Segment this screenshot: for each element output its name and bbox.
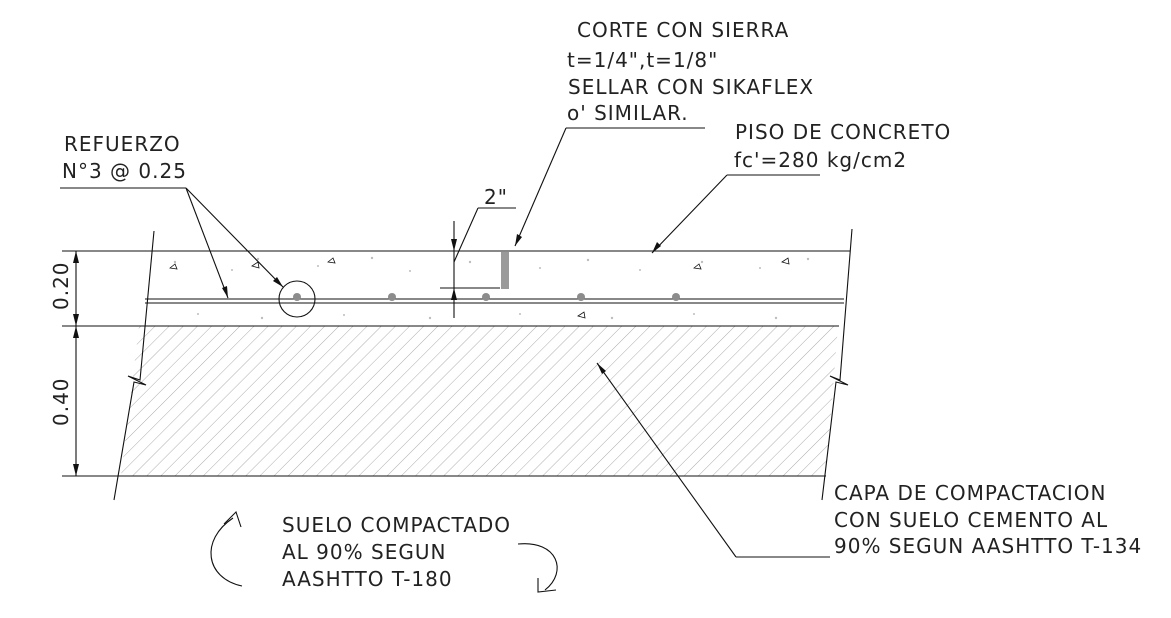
- rebar-bar: [672, 293, 680, 301]
- compaction-base-layer: [121, 326, 838, 476]
- reinforcement-line-2: N°3 @ 0.25: [62, 159, 187, 183]
- cut-depth-dimension: 2": [440, 185, 516, 318]
- base-thickness-label: 0.40: [49, 377, 73, 426]
- concrete-floor-leader: [651, 174, 728, 254]
- compaction-layer-line-1: CAPA DE COMPACTACION: [834, 481, 1106, 505]
- compacted-soil-line-3: AASHTTO T-180: [282, 567, 453, 591]
- concrete-aggregate-texture: [169, 256, 810, 320]
- reinforcement-line-1: REFUERZO: [64, 132, 181, 156]
- concrete-floor-note: PISO DE CONCRETO fc'=280 kg/cm2: [734, 120, 951, 172]
- left-curved-arrow: [210, 517, 243, 587]
- rebar-bar: [577, 293, 585, 301]
- right-curved-arrow: [517, 543, 558, 591]
- saw-cut-note: CORTE CON SIERRA t=1/4",t=1/8" SELLAR CO…: [567, 18, 814, 125]
- compacted-soil-line-2: AL 90% SEGUN: [282, 540, 446, 564]
- slab-thickness-label: 0.20: [49, 261, 73, 310]
- compaction-layer-leader: [596, 362, 737, 558]
- compacted-soil-note: SUELO COMPACTADO AL 90% SEGUN AASHTTO T-…: [282, 513, 511, 591]
- left-break-line: [113, 230, 155, 501]
- break-lines: [113, 228, 853, 501]
- concrete-floor-line-1: PISO DE CONCRETO: [735, 120, 951, 144]
- rebar-bar: [482, 293, 490, 301]
- right-arrow-head-icon: [537, 578, 557, 593]
- rebar-bar: [293, 293, 301, 301]
- compaction-layer-line-3: 90% SEGUN AASHTTO T-134: [834, 534, 1142, 558]
- left-arrow-head-icon: [223, 510, 242, 528]
- layer-lines: [62, 250, 850, 477]
- rebar-bar: [388, 293, 396, 301]
- concrete-floor-line-2: fc'=280 kg/cm2: [734, 148, 907, 172]
- compacted-soil-line-1: SUELO COMPACTADO: [282, 513, 511, 537]
- saw-cut-line-1: CORTE CON SIERRA: [577, 18, 789, 42]
- saw-cut-line-4: o' SIMILAR.: [567, 101, 689, 125]
- rebar-bars: [278, 280, 680, 318]
- saw-cut-line-3: SELLAR CON SIKAFLEX: [568, 75, 814, 99]
- thickness-dimensions: 0.20 0.40: [49, 251, 79, 476]
- reinforcement-note: REFUERZO N°3 @ 0.25: [62, 132, 187, 183]
- cut-depth-label: 2": [484, 185, 508, 209]
- compaction-layer-line-2: CON SUELO CEMENTO AL: [834, 508, 1108, 532]
- compacted-soil-arrows: [210, 510, 558, 593]
- saw-cut-joint: [501, 252, 509, 289]
- right-break-line: [821, 228, 853, 501]
- leader-lines: [60, 127, 830, 558]
- rebar-highlight-circle: [278, 280, 316, 318]
- saw-cut-line-2: t=1/4",t=1/8": [567, 48, 718, 72]
- saw-cut-leader: [514, 127, 567, 247]
- compaction-layer-note: CAPA DE COMPACTACION CON SUELO CEMENTO A…: [834, 481, 1142, 558]
